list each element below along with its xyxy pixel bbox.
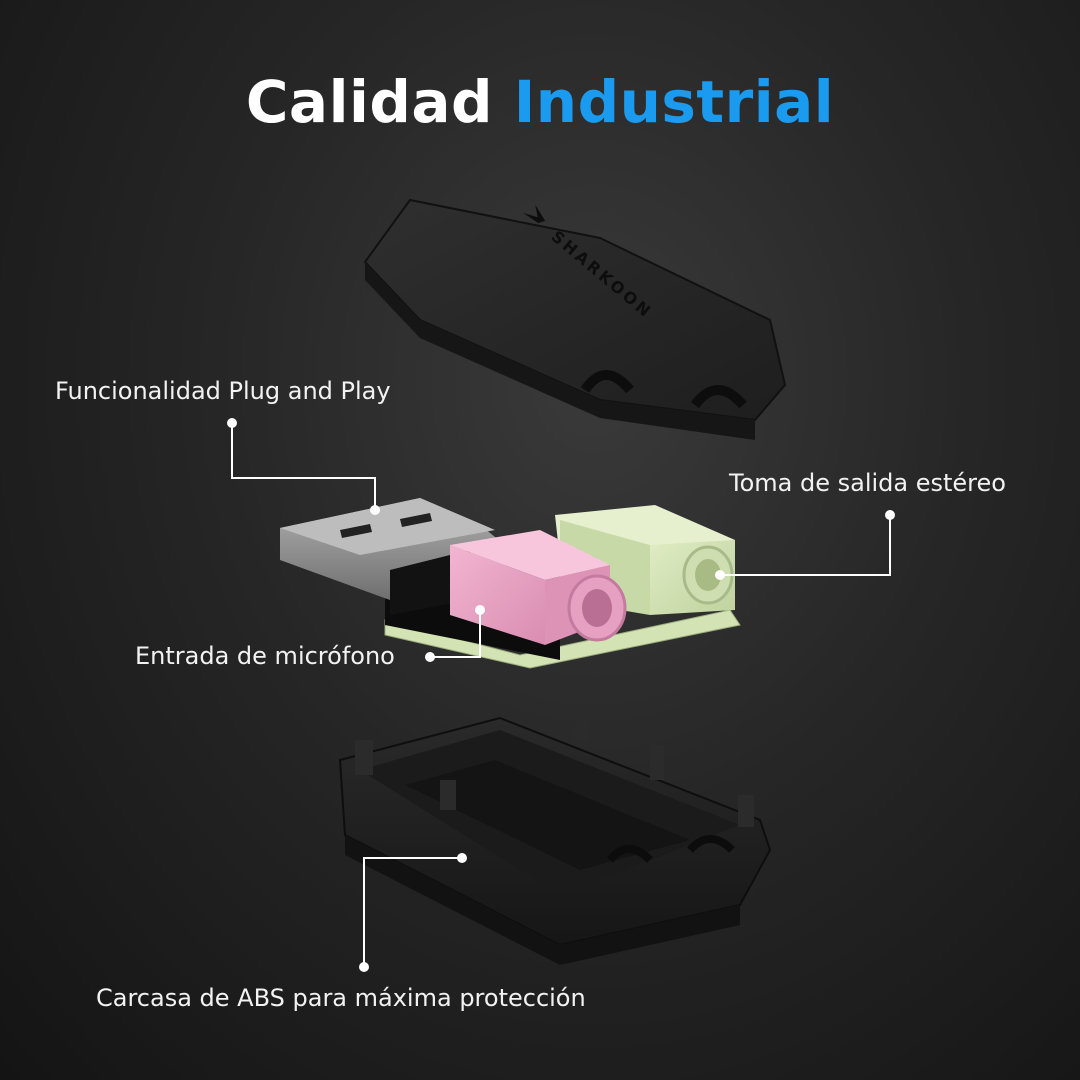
dot-plug-end (370, 505, 380, 515)
callout-plug-and-play: Funcionalidad Plug and Play (55, 377, 391, 405)
top-cover: SHARKOON (363, 198, 787, 440)
dot-plug-start (227, 418, 237, 428)
leader-lines (231, 423, 891, 967)
dot-mic-start (425, 652, 435, 662)
page-title: Calidad Industrial (0, 68, 1080, 136)
pcb-board (384, 609, 741, 669)
callout-stereo-output: Toma de salida estéreo (729, 469, 1006, 497)
leader-stereo (720, 515, 891, 576)
title-word-2: Industrial (513, 68, 835, 136)
callout-abs-case: Carcasa de ABS para máxima protección (96, 984, 586, 1012)
bottom-case (338, 705, 772, 965)
leader-mic (430, 610, 481, 658)
dot-case-start (359, 962, 369, 972)
dot-stereo-start (885, 510, 895, 520)
dot-stereo-end (715, 570, 725, 580)
callout-mic-input: Entrada de micrófono (135, 642, 395, 670)
leader-case (363, 857, 462, 967)
dot-mic-end (475, 605, 485, 615)
dot-case-end (457, 853, 467, 863)
callout-dots (227, 418, 895, 972)
title-word-1: Calidad (245, 68, 493, 136)
mic-jack-pink (450, 530, 627, 645)
leader-plug (231, 423, 376, 510)
